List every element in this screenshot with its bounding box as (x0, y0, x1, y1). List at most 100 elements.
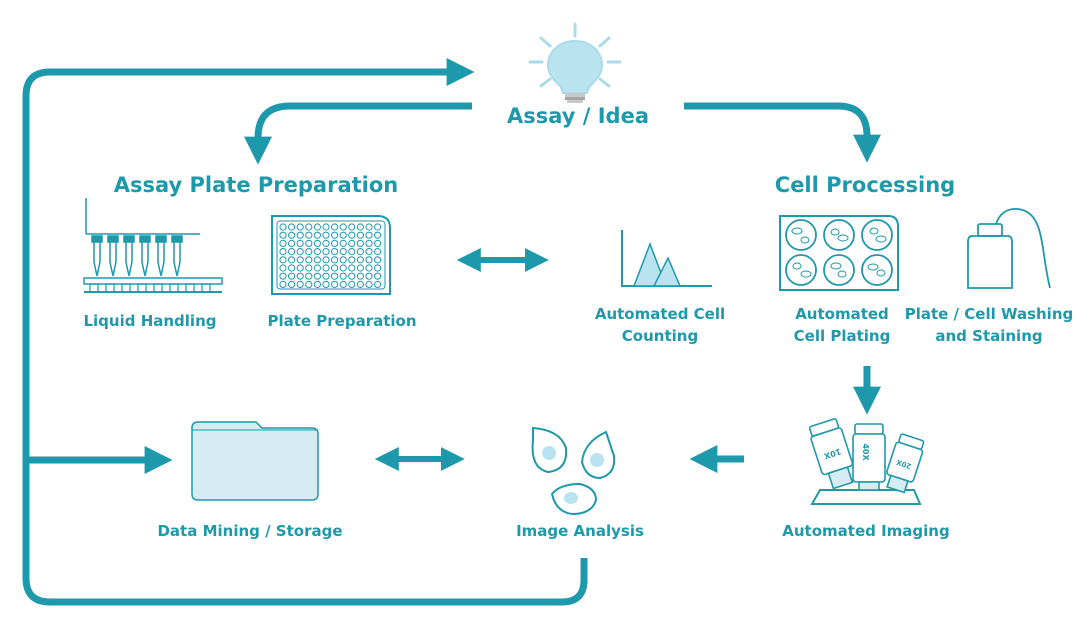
label-washing-staining-line2: and Staining (935, 327, 1043, 345)
plate-well (296, 223, 304, 231)
arrow-to-plate-prep (244, 102, 472, 165)
plate-well (313, 239, 321, 247)
plate-well (339, 280, 347, 288)
label-cell-counting-line1: Automated Cell (594, 305, 726, 323)
plate-well (374, 256, 382, 264)
plate-well (365, 256, 373, 264)
plate-well (313, 231, 321, 239)
plate-well (296, 231, 304, 239)
section-title-cell-processing: Cell Processing (774, 173, 956, 197)
plate-well (365, 248, 373, 256)
assay-idea-label: Assay / Idea (506, 104, 650, 128)
histogram-icon (621, 230, 712, 287)
plate-well (339, 272, 347, 280)
label-automated-imaging: Automated Imaging (782, 522, 950, 540)
plate-well (322, 272, 330, 280)
plate-well (305, 280, 313, 288)
plate-well (296, 272, 304, 280)
plate-well (365, 264, 373, 272)
plate-well (356, 280, 364, 288)
plate-well (331, 231, 339, 239)
plate-well (322, 248, 330, 256)
plate-well (365, 231, 373, 239)
plate-well (296, 239, 304, 247)
plate-well (331, 239, 339, 247)
lightbulb-icon (528, 22, 622, 103)
plate-well (348, 248, 356, 256)
label-liquid-handling: Liquid Handling (83, 312, 217, 330)
plate-well (313, 264, 321, 272)
plate-well (331, 223, 339, 231)
label-plate-preparation: Plate Preparation (267, 312, 417, 330)
plate-well (322, 264, 330, 272)
plate-well (313, 223, 321, 231)
label-cell-plating: Automated Cell Plating (772, 303, 912, 347)
plate-well (356, 264, 364, 272)
plate-well (374, 248, 382, 256)
plate-well (305, 264, 313, 272)
plate-well (348, 264, 356, 272)
plate-well (279, 280, 287, 288)
well-plate-icon (271, 215, 391, 295)
plate-well (356, 223, 364, 231)
label-data-mining: Data Mining / Storage (157, 522, 343, 540)
plate-well (305, 231, 313, 239)
plate-well (356, 272, 364, 280)
plate-well (322, 223, 330, 231)
plate-well (305, 256, 313, 264)
plate-well (322, 239, 330, 247)
plate-well (279, 223, 287, 231)
plate-well (348, 231, 356, 239)
plate-well (348, 256, 356, 264)
plate-well (279, 256, 287, 264)
label-washing-staining-line1: Plate / Cell Washing (904, 305, 1074, 323)
plate-well (288, 256, 296, 264)
label-cell-counting-line2: Counting (621, 327, 699, 345)
plate-well (279, 264, 287, 272)
feedback-loop-arrow (22, 58, 588, 606)
plate-well (322, 280, 330, 288)
plate-well (305, 272, 313, 280)
plate-well (288, 248, 296, 256)
plate-well (374, 223, 382, 231)
plate-well (322, 256, 330, 264)
objective-label-2: 40X (861, 443, 870, 461)
label-cell-counting: Automated Cell Counting (580, 303, 740, 347)
plate-well (296, 280, 304, 288)
plate-well (313, 272, 321, 280)
plate-well (288, 280, 296, 288)
label-cell-plating-line1: Automated (795, 305, 889, 323)
label-washing-staining: Plate / Cell Washing and Staining (904, 303, 1074, 347)
plate-well (279, 272, 287, 280)
plate-well (322, 231, 330, 239)
plate-well (288, 272, 296, 280)
wash-bottle-icon (967, 208, 1051, 289)
plate-well (374, 272, 382, 280)
plate-well (339, 231, 347, 239)
label-cell-plating-line2: Cell Plating (793, 327, 891, 345)
plate-well (313, 280, 321, 288)
plate-well (305, 223, 313, 231)
label-image-analysis: Image Analysis (516, 522, 644, 540)
plate-well (279, 231, 287, 239)
plate-well (365, 280, 373, 288)
plate-well (288, 264, 296, 272)
six-well-plate-icon (779, 215, 899, 291)
plate-well (305, 239, 313, 247)
plate-well (356, 231, 364, 239)
plate-well (313, 248, 321, 256)
plate-well (339, 248, 347, 256)
cells-icon (531, 426, 616, 516)
plate-well (374, 280, 382, 288)
plate-well (356, 239, 364, 247)
plate-well (331, 272, 339, 280)
plate-well (331, 264, 339, 272)
plate-well (365, 239, 373, 247)
plate-well (374, 264, 382, 272)
plate-well (279, 239, 287, 247)
section-title-plate-prep: Assay Plate Preparation (113, 173, 399, 197)
plate-well (331, 256, 339, 264)
plate-well (348, 272, 356, 280)
plate-well (296, 256, 304, 264)
